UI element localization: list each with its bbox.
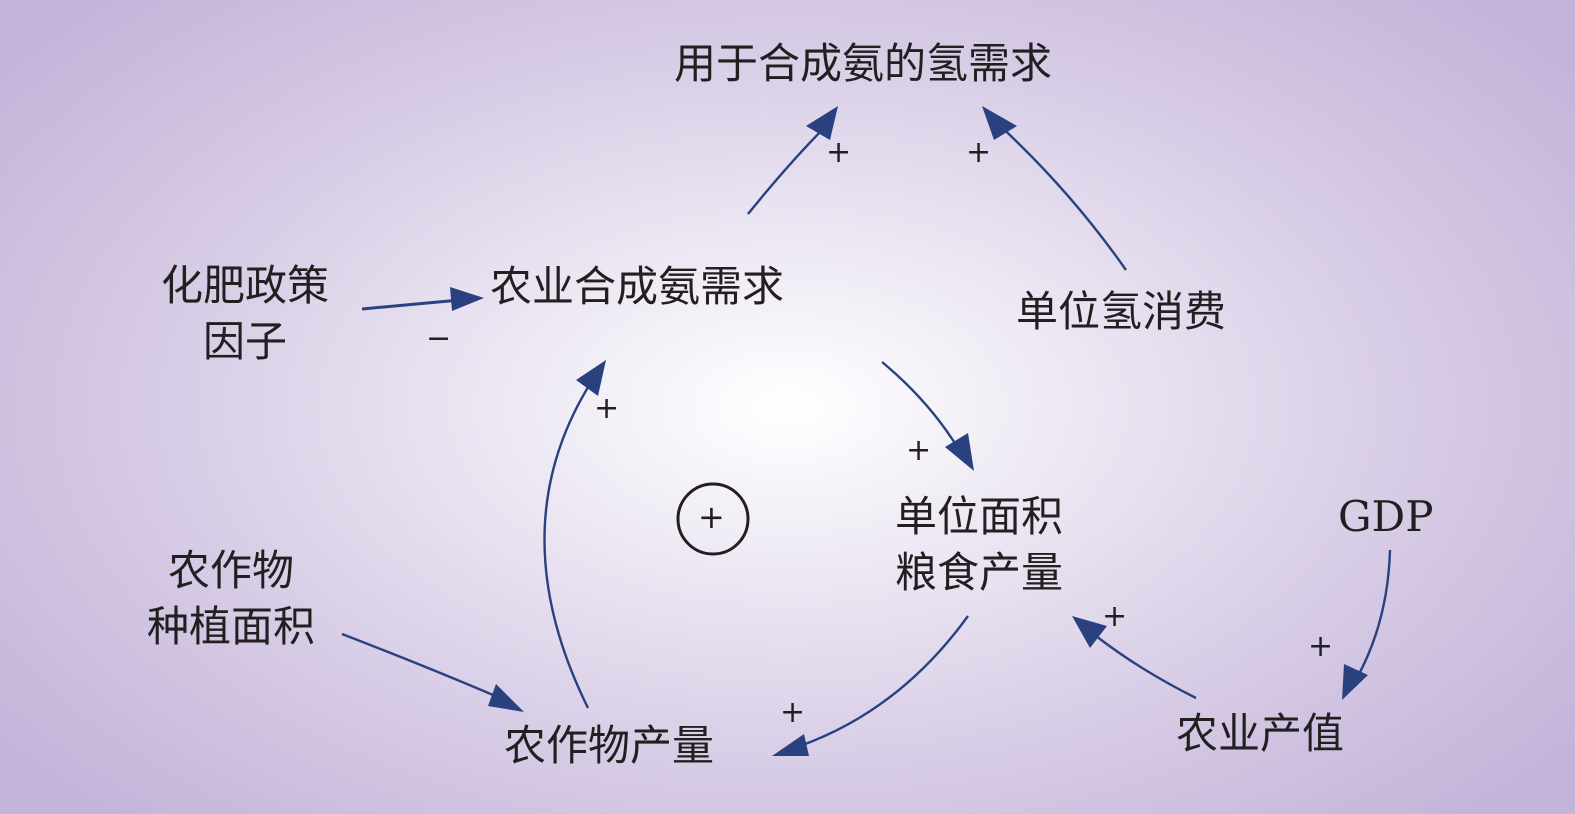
- polarity-sign: +: [1102, 599, 1128, 634]
- arrowhead-crop-output-to-ammonia: [576, 360, 606, 396]
- arrowhead-grain-yield-to-crop-output: [772, 734, 809, 756]
- node-crop-area-line1: 农作物: [167, 546, 294, 595]
- loop-polarity-sign: +: [698, 498, 725, 536]
- node-crop-area: 农作物 种植面积: [126, 543, 336, 655]
- node-gdp: GDP: [1338, 492, 1434, 541]
- node-agri-output-value: 农业产值: [1176, 709, 1345, 758]
- node-grain-yield: 单位面积 粮食产量: [874, 489, 1084, 601]
- polarity-sign: +: [966, 135, 992, 170]
- node-h2-demand-ammonia: 用于合成氨的氢需求: [674, 39, 1053, 88]
- node-agri-ammonia-demand: 农业合成氨需求: [490, 262, 785, 311]
- link-crop-area-to-crop-output: [341, 632, 501, 700]
- polarity-sign: +: [826, 135, 852, 170]
- arrowhead-crop-area-to-crop-output: [488, 684, 524, 712]
- arrowhead-output-value-to-grain-yield: [1072, 616, 1107, 648]
- node-fertilizer-policy-line1: 化肥政策: [160, 261, 329, 310]
- polarity-sign: +: [906, 433, 932, 468]
- node-fertilizer-policy-line2: 因子: [202, 317, 287, 366]
- link-policy-to-ammonia: [361, 298, 461, 311]
- link-crop-output-to-ammonia: [543, 383, 592, 709]
- polarity-sign: +: [594, 391, 620, 426]
- node-fertilizer-policy: 化肥政策 因子: [140, 258, 350, 370]
- link-ammonia-to-h2-demand: [747, 123, 829, 215]
- link-gdp-to-output-value: [1356, 549, 1392, 677]
- arrowhead-ammonia-to-h2-demand: [806, 106, 838, 140]
- polarity-sign: +: [1308, 629, 1334, 664]
- arrowhead-policy-to-ammonia: [450, 287, 484, 311]
- node-grain-yield-line1: 单位面积: [894, 492, 1063, 541]
- loop-polarity-circle: [676, 482, 750, 556]
- node-crop-output: 农作物产量: [504, 721, 715, 770]
- link-output-value-to-grain-yield: [1095, 635, 1197, 700]
- arrowhead-unit-h2-to-h2-demand: [982, 106, 1017, 140]
- link-ammonia-to-grain-yield: [881, 361, 960, 449]
- node-crop-area-line2: 种植面积: [146, 602, 315, 651]
- polarity-sign: +: [780, 695, 806, 730]
- node-grain-yield-line2: 粮食产量: [894, 548, 1063, 597]
- link-grain-yield-to-crop-output: [799, 615, 969, 748]
- link-unit-h2-to-h2-demand: [995, 121, 1127, 271]
- polarity-sign: −: [426, 321, 452, 356]
- node-unit-h2-consumption: 单位氢消费: [1016, 287, 1227, 336]
- arrowhead-ammonia-to-grain-yield: [945, 433, 974, 471]
- arrowhead-gdp-to-output-value: [1342, 664, 1368, 700]
